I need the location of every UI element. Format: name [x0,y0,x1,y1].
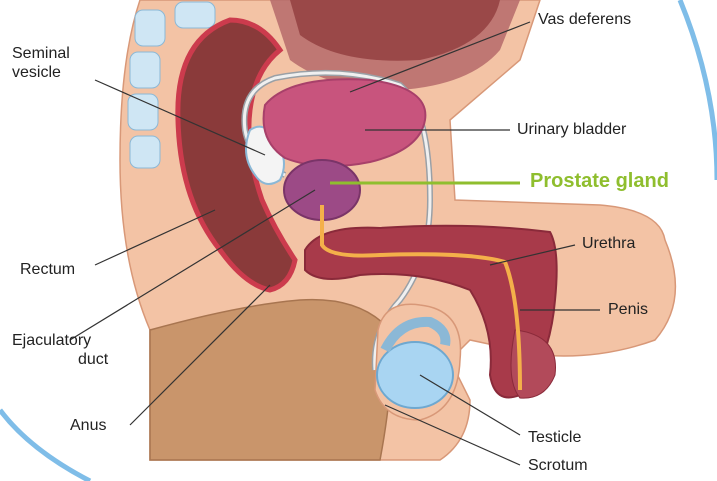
label-urethra: Urethra [582,234,635,253]
label-penis: Penis [608,300,648,319]
label-seminal-vesicle-line1: Seminal [12,44,70,63]
label-vas-deferens: Vas deferens [538,10,631,29]
label-anus: Anus [70,416,106,435]
label-testicle: Testicle [528,428,581,447]
label-prostate-gland: Prostate gland [530,172,669,191]
label-ejaculatory-duct-line1: Ejaculatory [12,331,91,350]
label-rectum: Rectum [20,260,75,279]
label-urinary-bladder: Urinary bladder [517,120,626,139]
label-seminal-vesicle-line2: vesicle [12,63,61,82]
testicle [377,342,453,408]
label-ejaculatory-duct-line2: duct [78,350,108,369]
label-scrotum: Scrotum [528,456,588,475]
buttock-tissue [150,300,391,460]
circle-frame [680,0,717,180]
